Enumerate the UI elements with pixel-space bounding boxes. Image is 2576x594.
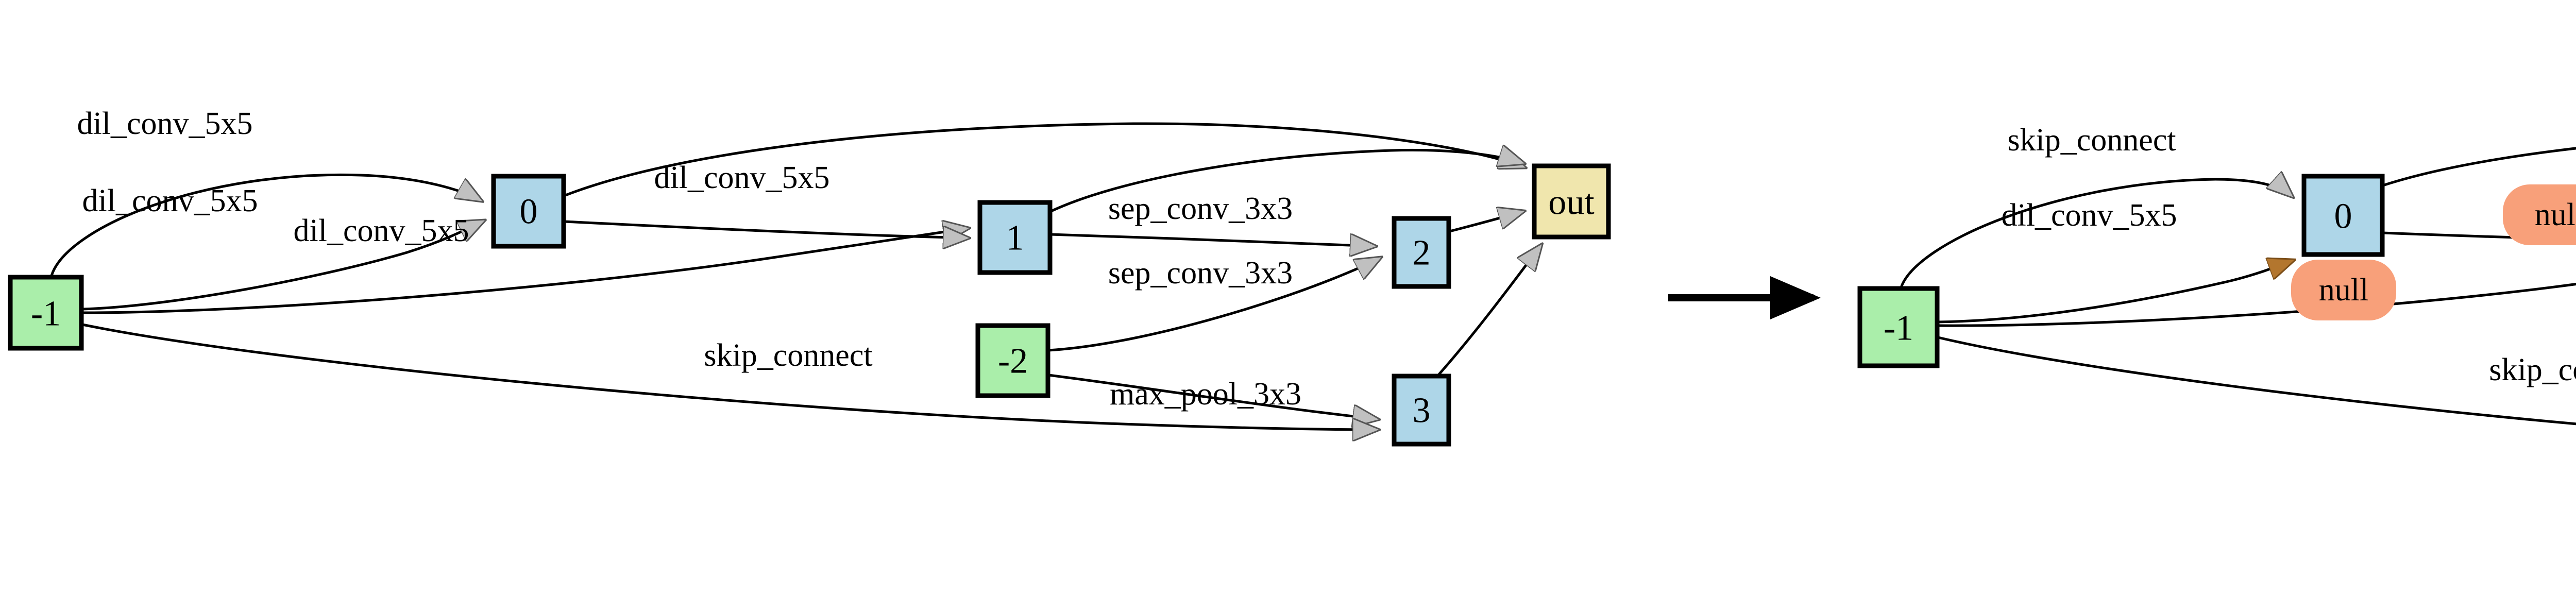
- node-3-label: 3: [1413, 391, 1431, 431]
- node-2[interactable]: 2: [1392, 216, 1451, 289]
- highlight-pill-null-bottom: [2291, 260, 2396, 320]
- edge-r-n1-to-0-b: [1938, 260, 2294, 324]
- edge-1-to-2: [1050, 233, 1376, 246]
- edge-n1-to-3: [82, 323, 1378, 430]
- edge-label-max-pool-3x3-1: max_pool_3x3: [1110, 377, 1301, 412]
- edge-r-0-to-out: [2382, 147, 2576, 187]
- node-0[interactable]: 0: [491, 174, 566, 249]
- node-1[interactable]: 1: [977, 200, 1053, 275]
- edge-label-dil-conv-5x5-2: dil_conv_5x5: [82, 183, 258, 218]
- node-2-label: 2: [1413, 233, 1431, 273]
- node-out[interactable]: out: [1532, 163, 1611, 240]
- highlight-pill-null-top: [2503, 184, 2576, 245]
- left-nodes: -1 0 1 -2 2: [8, 163, 1611, 447]
- edge-label-r-skip-connect-top: skip_connect: [2007, 123, 2176, 158]
- edge-label-skip-connect-1: skip_connect: [704, 338, 872, 373]
- right-nodes: -1 0 1 -2 2: [1857, 174, 2385, 368]
- edge-0-to-out: [564, 122, 1525, 197]
- node-r-minus1[interactable]: -1: [1857, 286, 1940, 368]
- edge-label-sep-conv-3x3-1: sep_conv_3x3: [1108, 191, 1293, 226]
- node-0-label: 0: [520, 192, 538, 232]
- edge-label-dil-conv-5x5-4: dil_conv_5x5: [654, 160, 830, 195]
- node-minus2[interactable]: -2: [975, 323, 1050, 398]
- left-edge-labels: dil_conv_5x5 dil_conv_5x5 dil_conv_5x5 d…: [77, 106, 1301, 412]
- node-minus1-label: -1: [31, 294, 61, 334]
- node-minus1[interactable]: -1: [8, 275, 84, 351]
- right-highlight-pills: [2291, 184, 2576, 320]
- edge-label-dil-conv-5x5-3: dil_conv_5x5: [294, 213, 469, 248]
- edge-1-to-out: [1050, 150, 1524, 213]
- left-graph: dil_conv_5x5 dil_conv_5x5 dil_conv_5x5 d…: [8, 106, 1611, 447]
- node-r-0[interactable]: 0: [2301, 174, 2385, 257]
- right-edge-labels: skip_connect null dil_conv_5x5 null sep_…: [2002, 123, 2576, 387]
- edge-label-dil-conv-5x5-1: dil_conv_5x5: [77, 106, 253, 141]
- edge-2-to-out: [1447, 211, 1524, 233]
- right-graph: skip_connect null dil_conv_5x5 null sep_…: [1857, 123, 2576, 426]
- edge-label-r-null-top: null: [2535, 197, 2576, 232]
- edge-label-r-null-bottom: null: [2319, 273, 2368, 308]
- node-minus2-label: -2: [998, 342, 1028, 381]
- left-edges: [50, 122, 1541, 430]
- edge-label-r-dil-conv-5x5: dil_conv_5x5: [2002, 198, 2177, 233]
- edge-label-sep-conv-3x3-2: sep_conv_3x3: [1108, 256, 1293, 291]
- node-r-0-label: 0: [2334, 197, 2352, 236]
- edge-n2-to-2: [1048, 258, 1381, 352]
- edge-r-n1-to-0-a: [1900, 179, 2293, 288]
- edge-r-n1-to-3: [1938, 336, 2576, 426]
- node-3[interactable]: 3: [1392, 374, 1451, 447]
- edge-label-r-skip-connect-bottom: skip_connect: [2489, 352, 2576, 387]
- edge-n1-to-0-a: [50, 173, 482, 276]
- edge-3-to-out: [1436, 245, 1541, 377]
- right-edges: [1900, 147, 2576, 426]
- edge-n2-to-3: [1048, 374, 1378, 419]
- node-1-label: 1: [1006, 218, 1024, 258]
- node-out-label: out: [1548, 183, 1595, 223]
- edge-n1-to-0-b: [82, 220, 484, 311]
- edge-0-to-1: [564, 220, 969, 238]
- node-r-minus1-label: -1: [1884, 309, 1913, 348]
- edge-r-n1-to-1: [1938, 282, 2576, 327]
